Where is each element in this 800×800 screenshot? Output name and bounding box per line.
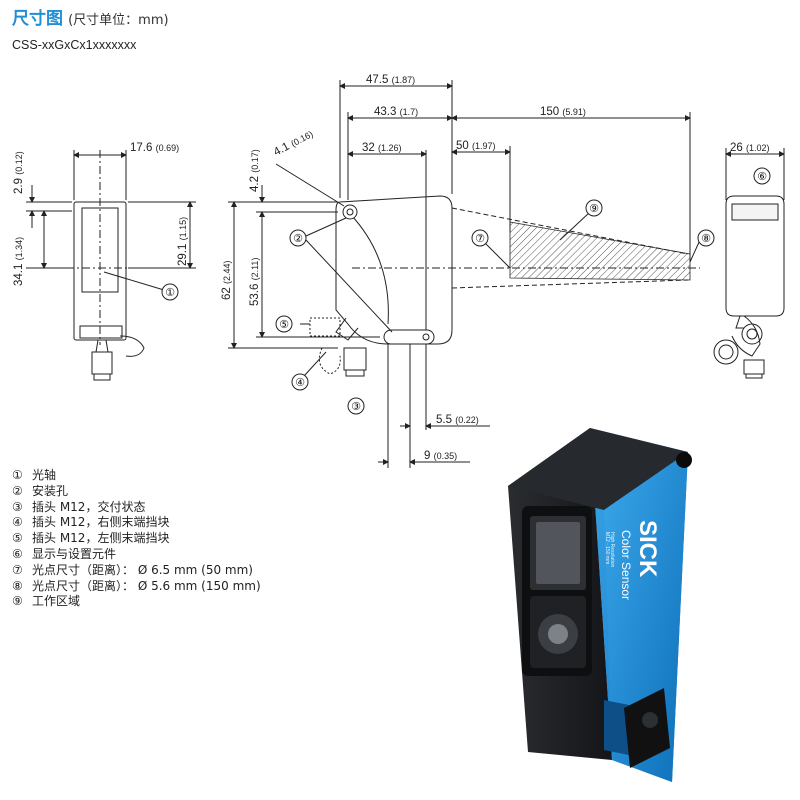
front-view: [26, 150, 196, 381]
dim-front-width: 17.6 (0.69): [130, 142, 179, 154]
callout-6: ⑥: [757, 170, 767, 183]
page-title: 尺寸图 (尺寸单位：mm): [12, 4, 169, 29]
callout-7: ⑦: [475, 232, 485, 245]
dim-axis-pos: 32 (1.26): [362, 142, 402, 154]
callout-1: ①: [165, 286, 175, 299]
product-photo: [508, 428, 692, 782]
rear-view: [713, 148, 785, 379]
unit-note: (尺寸单位：mm): [68, 13, 169, 28]
product-line2: M12 · 150 mm: [604, 532, 610, 564]
dim-axis-height: 34.1 (1.34): [13, 237, 25, 286]
dim-spot-near: 50 (1.97): [456, 140, 496, 152]
product-line1: High Resolution: [609, 532, 615, 568]
callout-2: ②: [293, 232, 303, 245]
dim-hole-top: 4.2 (0.17): [249, 149, 261, 192]
dim-length-body: 43.3 (1.7): [374, 106, 418, 118]
callout-9: ⑨: [589, 202, 599, 215]
dim-window-height: 29.1 (1.15): [177, 217, 189, 266]
dim-slot-a: 5.5 (0.22): [436, 414, 479, 426]
dim-top-offset: 2.9 (0.12): [13, 151, 25, 194]
callout-circles: [275, 167, 771, 415]
dim-hole-dia: 4.1 (0.16): [272, 128, 315, 159]
callout-4: ④: [295, 376, 305, 389]
dim-slot-b: 9 (0.35): [424, 450, 457, 462]
brand-logo: SICK: [634, 520, 661, 578]
side-view: [228, 80, 701, 468]
dim-side-width: 26 (1.02): [730, 142, 770, 154]
title-text: 尺寸图: [12, 9, 63, 29]
callout-3: ③: [351, 400, 361, 413]
callout-5: ⑤: [279, 318, 289, 331]
dim-height-total: 62 (2.44): [221, 260, 233, 300]
callout-8: ⑧: [701, 232, 711, 245]
dim-spot-far: 150 (5.91): [540, 106, 586, 118]
dim-hole-spacing: 53.6 (2.11): [249, 258, 261, 306]
dim-length-total: 47.5 (1.87): [366, 74, 415, 86]
model-code: CSS-xxGxCx1xxxxxxx: [12, 38, 137, 52]
working-area: [509, 221, 691, 281]
product-name: Color Sensor: [619, 530, 633, 600]
